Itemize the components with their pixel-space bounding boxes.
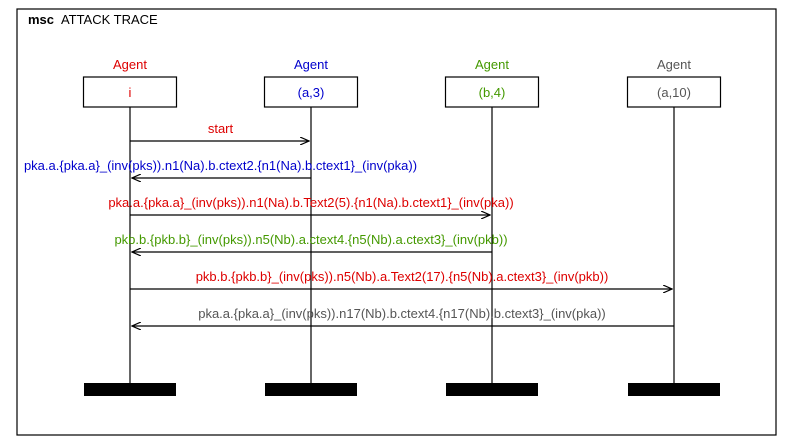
- title-bold: msc: [28, 12, 54, 27]
- lifeline-end-bar: [84, 383, 176, 396]
- lifeline-end-bar: [446, 383, 538, 396]
- agent-box: [444, 76, 540, 108]
- message-2: pka.a.{pka.a}_(inv(pks)).n1(Na).b.Text2(…: [108, 195, 514, 215]
- agent-box: [626, 76, 722, 108]
- message-label: pkb.b.{pkb.b}_(inv(pks)).n5(Nb).a.Text2(…: [196, 269, 609, 284]
- agent-name-label: i: [129, 85, 132, 100]
- lifeline-end-bar: [265, 383, 357, 396]
- agent-role-label: Agent: [475, 57, 509, 72]
- agent-role-label: Agent: [657, 57, 691, 72]
- diagram-frame: [16, 8, 777, 436]
- agent-role-label: Agent: [113, 57, 147, 72]
- lifeline-0: Agent i: [82, 57, 178, 396]
- message-label: pka.a.{pka.a}_(inv(pks)).n17(Nb).b.ctext…: [198, 306, 606, 321]
- lifeline-1: Agent (a,3): [263, 57, 359, 396]
- message-label: pka.a.{pka.a}_(inv(pks)).n1(Na).b.Text2(…: [108, 195, 513, 210]
- agent-name-label: (a,3): [298, 85, 325, 100]
- agent-box: [263, 76, 359, 108]
- lifeline-2: Agent (b,4): [444, 57, 540, 396]
- message-label: start: [208, 121, 234, 136]
- agent-name-label: (a,10): [657, 85, 691, 100]
- message-label: pkb.b.{pkb.b}_(inv(pks)).n5(Nb).a.ctext4…: [114, 232, 507, 247]
- lifeline-3: Agent (a,10): [626, 57, 722, 396]
- agent-role-label: Agent: [294, 57, 328, 72]
- title-text: ATTACK TRACE: [61, 12, 158, 27]
- message-label: pka.a.{pka.a}_(inv(pks)).n1(Na).b.ctext2…: [24, 158, 417, 173]
- lifeline-end-bar: [628, 383, 720, 396]
- message-3: pkb.b.{pkb.b}_(inv(pks)).n5(Nb).a.ctext4…: [114, 232, 508, 252]
- message-0: start: [130, 121, 309, 141]
- message-4: pkb.b.{pkb.b}_(inv(pks)).n5(Nb).a.Text2(…: [130, 269, 672, 289]
- agent-box: [82, 76, 178, 108]
- agent-name-label: (b,4): [479, 85, 506, 100]
- messages: start pka.a.{pka.a}_(inv(pks)).n1(Na).b.c…: [24, 121, 674, 326]
- lifelines: Agent i Agent (a,3) Agent (b,4) Agent (a,10): [82, 57, 722, 396]
- message-5: pka.a.{pka.a}_(inv(pks)).n17(Nb).b.ctext…: [132, 306, 674, 326]
- message-1: pka.a.{pka.a}_(inv(pks)).n1(Na).b.ctext2…: [24, 158, 417, 178]
- diagram-title: msc ATTACK TRACE: [28, 12, 158, 27]
